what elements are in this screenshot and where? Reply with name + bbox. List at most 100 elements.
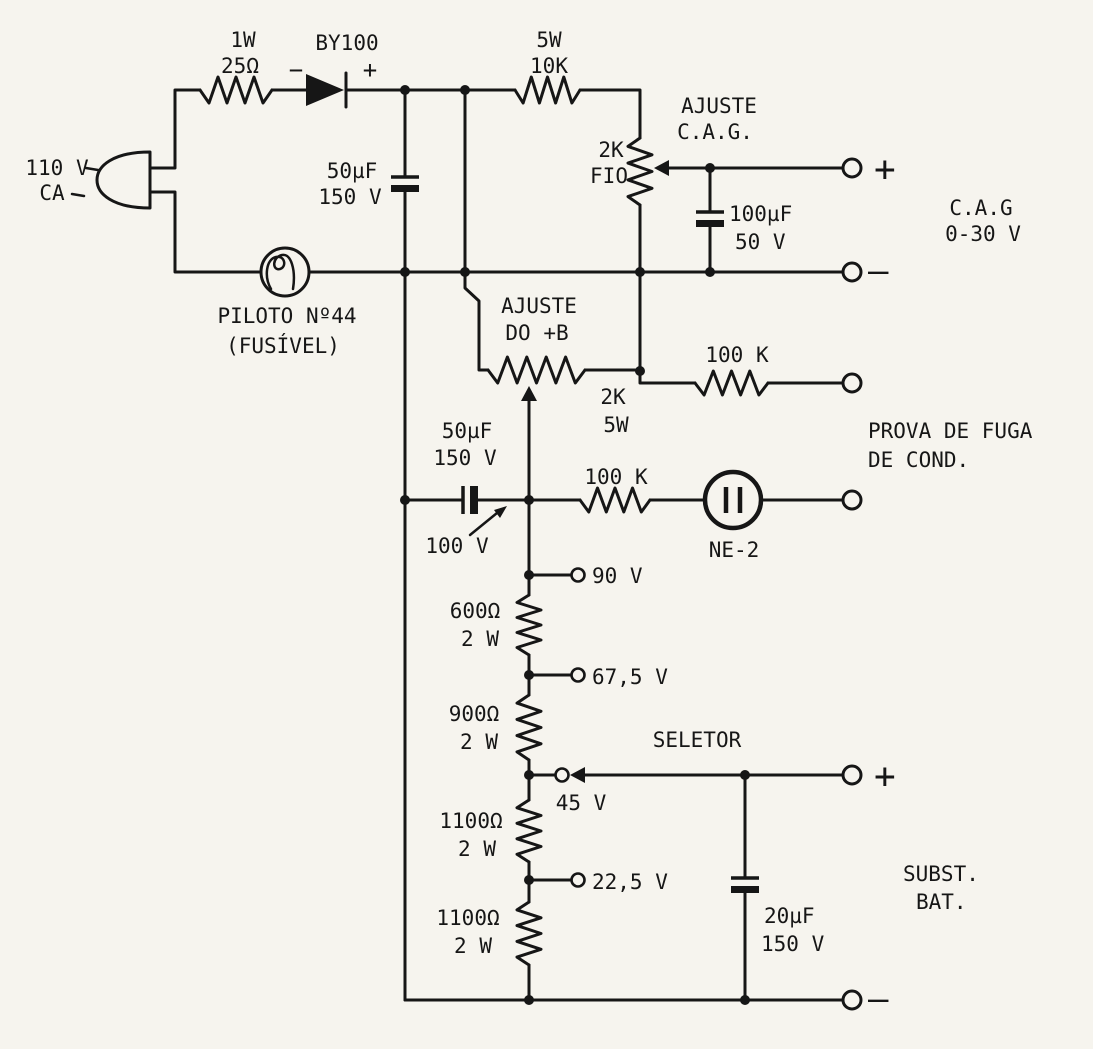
selector-label: SELETOR (653, 728, 742, 752)
pot-bplus-body (486, 355, 587, 385)
resistor-10k-power-label: 5W (536, 28, 562, 52)
battery-section: 20µF 150 V + — SUBST. BAT. (403, 756, 979, 1019)
prova-terminal-ne2 (841, 489, 863, 511)
tap-67-label: 67,5 V (592, 665, 668, 689)
cap-50uf-b-voltage-label: 150 V (433, 446, 497, 470)
junction-dot (460, 85, 470, 95)
subst-plus-terminal (841, 764, 863, 786)
junction-dot (705, 163, 715, 173)
junction-dot (524, 995, 534, 1005)
tap-45-circle (554, 767, 570, 783)
resistor-600ohm-value-label: 600Ω (450, 599, 501, 623)
cap-rating-arrow-line (468, 511, 499, 537)
prova-terminal-top (841, 372, 863, 394)
cap-50uf-b-rating-label: 100 V (425, 534, 489, 558)
leakage-section: 100 K 50µF 150 V 100 V 100 K NE-2 PROVA … (403, 343, 1033, 562)
cap-20uf-value-label: 20µF (764, 904, 815, 928)
resistor-900ohm-power-label: 2 W (460, 730, 498, 754)
junction-dot (705, 267, 715, 277)
wire-pot-cag-down (638, 203, 697, 385)
subst-label-2: BAT. (916, 890, 967, 914)
tap-22-label: 22,5 V (592, 870, 668, 894)
resistor-1100ohm-a-value-label: 1100Ω (439, 809, 502, 833)
resistor-100k-top-label: 100 K (705, 343, 769, 367)
cag-section: 2K FIO AJUSTE C.A.G. 100µF 50 V + — C.A.… (590, 94, 1021, 385)
junction-dot (524, 670, 534, 680)
junction-dot (524, 875, 534, 885)
diode-label: BY100 (315, 31, 378, 55)
subst-minus-terminal (841, 989, 863, 1011)
cap-50uf-voltage-label: 150 V (318, 185, 382, 209)
pot-bplus-value-label: 2K (600, 385, 626, 409)
diode-by100-anode (306, 74, 344, 106)
junction-dot (524, 770, 534, 780)
cap-50uf-b-plate-right (470, 486, 478, 514)
bplus-section: AJUSTE DO +B 2K 5W (463, 88, 642, 502)
rectifier-section: 1W 25Ω BY100 − + 5W 10K 50µF 150 V PILOT… (198, 28, 845, 1002)
cap-50uf-plate-bottom (391, 185, 419, 192)
tap-90-label: 90 V (592, 564, 643, 588)
input-type-label: CA (39, 181, 65, 205)
input-tick-top (84, 166, 100, 172)
wire-r10k-to-pot (578, 88, 642, 140)
resistor-100k-series-label: 100 K (584, 465, 648, 489)
resistor-10k-value-label: 10K (530, 54, 568, 78)
resistor-10k (513, 75, 582, 105)
input-tick-bottom (70, 192, 86, 198)
resistor-100k-top (693, 369, 770, 397)
cag-adjust-label-2: C.A.G. (677, 120, 753, 144)
resistor-25ohm (198, 75, 274, 105)
junction-dot (524, 570, 534, 580)
cap-20uf-voltage-label: 150 V (761, 932, 825, 956)
cag-adjust-label-1: AJUSTE (681, 94, 757, 118)
selector-arrowhead (570, 767, 585, 783)
resistor-1100ohm-b (515, 900, 543, 967)
cag-plus-sign: + (874, 149, 896, 190)
junction-dots (400, 85, 750, 1005)
pot-cag-body (626, 136, 654, 207)
cap-rating-arrowhead (494, 506, 507, 518)
plug-body (95, 150, 152, 210)
plug-prong-bottom-wire (148, 190, 263, 274)
ac-input-section: 110 V CA (25, 88, 263, 274)
cag-minus-sign: — (868, 251, 889, 291)
input-voltage-label: 110 V (25, 156, 89, 180)
subst-plus-sign: + (874, 756, 896, 797)
diode-plus-sign: + (363, 56, 377, 84)
pilot-lamp-label-2: (FUSÍVEL) (226, 333, 340, 358)
cap-50uf-value-label: 50µF (327, 159, 378, 183)
pilot-lamp-filament (265, 253, 296, 291)
junction-dot (400, 267, 410, 277)
pilot-lamp-label-1: PILOTO Nº44 (217, 304, 356, 328)
subst-minus-sign: — (868, 979, 889, 1019)
resistor-1100ohm-a (515, 798, 543, 864)
cap-20uf-plate-bottom (731, 886, 759, 893)
resistor-25ohm-value-label: 25Ω (221, 54, 259, 78)
tap-67-circle (570, 667, 586, 683)
subst-label-1: SUBST. (903, 862, 979, 886)
resistor-1100ohm-b-value-label: 1100Ω (436, 906, 499, 930)
bplus-adjust-label-2: DO +B (505, 321, 568, 345)
junction-dot (400, 85, 410, 95)
tap-22-circle (570, 872, 586, 888)
junction-dot (524, 495, 534, 505)
bplus-adjust-label-1: AJUSTE (501, 294, 577, 318)
ne2-label: NE-2 (709, 538, 760, 562)
cag-plus-terminal (841, 157, 863, 179)
plug-prong-top-wire (148, 88, 202, 170)
cag-minus-terminal (841, 261, 863, 283)
cap-100uf-plate-bottom (696, 220, 724, 227)
pilot-lamp (259, 246, 311, 298)
cap-100uf-voltage-label: 50 V (735, 230, 786, 254)
resistor-1100ohm-b-power-label: 2 W (454, 934, 492, 958)
resistor-900ohm-value-label: 900Ω (449, 702, 500, 726)
tap-45-label: 45 V (556, 791, 607, 815)
diode-minus-sign: − (289, 56, 303, 84)
pot-bplus-power-label: 5W (603, 413, 629, 437)
junction-dot (460, 267, 470, 277)
junction-dot (635, 366, 645, 376)
cag-output-label-1: C.A.G (949, 196, 1012, 220)
pot-cag-wiper-arrow (654, 160, 669, 176)
